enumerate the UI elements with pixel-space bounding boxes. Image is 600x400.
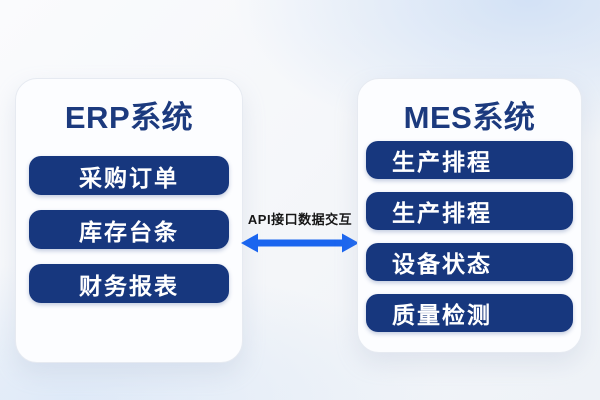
mes-node-quality-inspection: 质量检测 [366, 294, 573, 332]
mes-panel-title: MES系统 [403, 100, 536, 135]
erp-panel: ERP系统 采购订单 库存台条 财务报表 [15, 78, 243, 363]
mes-node-list: 生产排程 生产排程 设备状态 质量检测 [366, 141, 573, 332]
mes-node-equipment-status: 设备状态 [366, 243, 573, 281]
mes-node-production-schedule-2: 生产排程 [366, 192, 573, 230]
api-connector-label: API接口数据交互 [247, 212, 353, 227]
erp-panel-title: ERP系统 [64, 100, 194, 135]
erp-node-list: 采购订单 库存台条 财务报表 [29, 156, 229, 303]
mes-node-production-schedule-1: 生产排程 [366, 141, 573, 179]
erp-node-financial-report: 财务报表 [29, 264, 229, 303]
mes-panel: MES系统 生产排程 生产排程 设备状态 质量检测 [357, 78, 582, 353]
erp-node-purchase-order: 采购订单 [29, 156, 229, 195]
double-arrow-icon [241, 233, 359, 253]
erp-node-inventory-ledger: 库存台条 [29, 210, 229, 249]
